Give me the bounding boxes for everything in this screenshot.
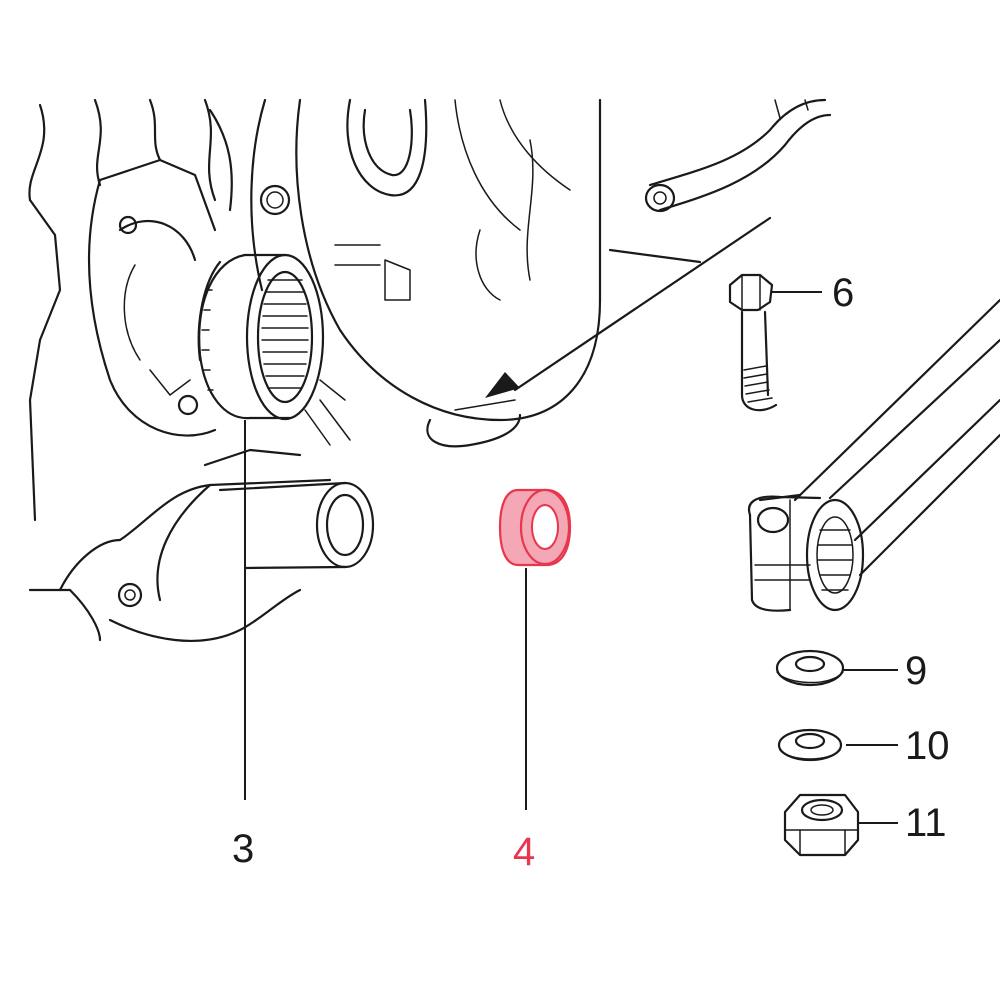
callout-3: 3 <box>232 827 254 871</box>
hex-bolt <box>728 273 822 412</box>
callout-9: 9 <box>905 649 927 693</box>
callout-6: 6 <box>832 271 854 315</box>
callout-10: 10 <box>905 724 950 768</box>
callout-11: 11 <box>905 801 947 845</box>
hex-nut <box>783 793 898 857</box>
assembly-arrow <box>485 216 772 398</box>
needle-bearing <box>197 253 325 800</box>
engine-case <box>28 98 602 642</box>
spring-washer <box>777 728 898 762</box>
callout-4: 4 <box>513 830 535 874</box>
shift-linkage <box>644 98 832 213</box>
flat-washer <box>775 649 898 687</box>
shift-lever <box>747 298 1000 612</box>
spacer-bushing <box>498 488 572 810</box>
